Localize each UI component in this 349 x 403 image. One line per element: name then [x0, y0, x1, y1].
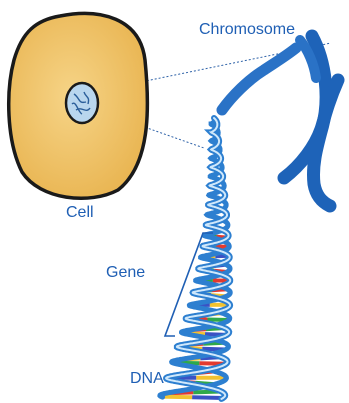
chromosome [222, 36, 338, 206]
dna-helix [160, 118, 230, 399]
label-cell: Cell [66, 204, 94, 222]
dna-base-pair [161, 397, 192, 398]
nucleus [66, 83, 98, 123]
label-gene: Gene [106, 264, 145, 282]
label-chromosome: Chromosome [199, 21, 295, 39]
label-dna: DNA [130, 370, 164, 388]
dna-base-pair [192, 397, 223, 398]
